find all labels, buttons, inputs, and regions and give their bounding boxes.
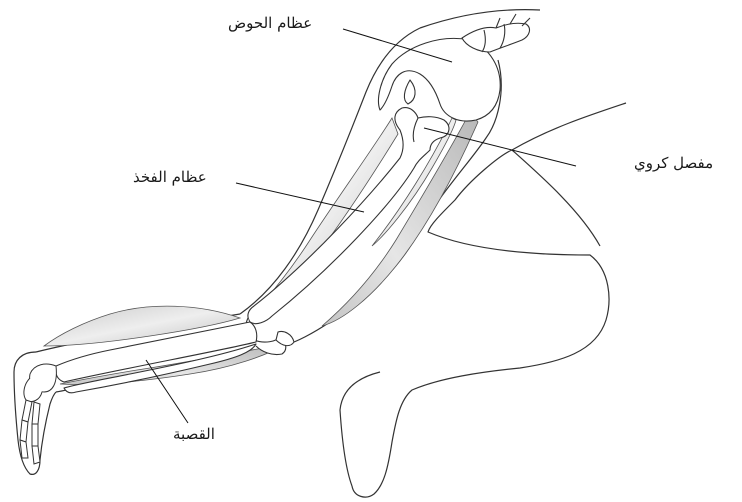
label-pelvis: عظام الحوض (228, 16, 312, 31)
foot-bones (20, 364, 56, 464)
far-leg-outline (340, 103, 626, 497)
label-tibia: القصبة (173, 427, 215, 442)
pelvis-bone (379, 14, 531, 121)
label-ball-joint: مفصل كروي (634, 156, 713, 171)
label-femur: عظام الفخذ (133, 170, 207, 185)
